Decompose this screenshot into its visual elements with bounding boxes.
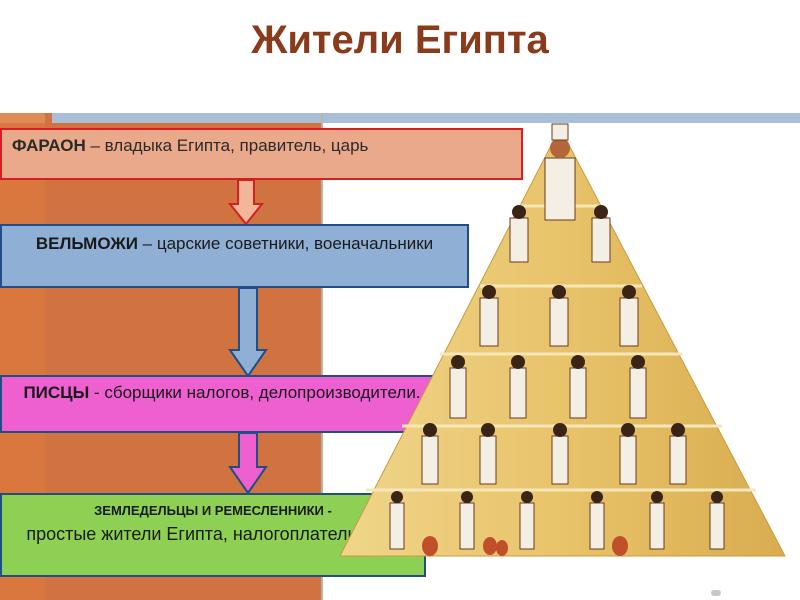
arrow-down-icon (228, 288, 268, 378)
scribes-box: ПИСЦЫ - сборщики налогов, делопроизводит… (0, 375, 444, 433)
scribes-description: - сборщики налогов, делопроизводители. (89, 383, 421, 402)
slide-indicator (711, 590, 721, 596)
pyramid-illustration-icon (339, 123, 786, 557)
pharaoh-box: ФАРАОН – владыка Египта, правитель, царь (0, 128, 523, 180)
farmers-term: ЗЕМЛЕДЕЛЬЦЫ И РЕМЕСЛЕННИКИ - (94, 503, 332, 518)
nobles-description: – царские советники, военачальники (137, 234, 434, 253)
nobles-term: ВЕЛЬМОЖИ (35, 234, 138, 253)
separator-line (321, 113, 323, 600)
pharaoh-description: – владыка Египта, правитель, царь (85, 136, 369, 155)
arrow-down-icon (228, 433, 268, 495)
nobles-box: ВЕЛЬМОЖИ – царские советники, военачальн… (0, 224, 469, 288)
top-accent-orange (0, 113, 45, 123)
arrow-down-icon (228, 180, 264, 226)
top-accent-blue (52, 113, 800, 123)
farmers-description: простые жители Египта, налогоплательщики (26, 524, 400, 544)
page-title: Жители Египта (251, 18, 549, 62)
scribes-term: ПИСЦЫ (23, 383, 90, 402)
pharaoh-term: ФАРАОН (12, 136, 86, 155)
